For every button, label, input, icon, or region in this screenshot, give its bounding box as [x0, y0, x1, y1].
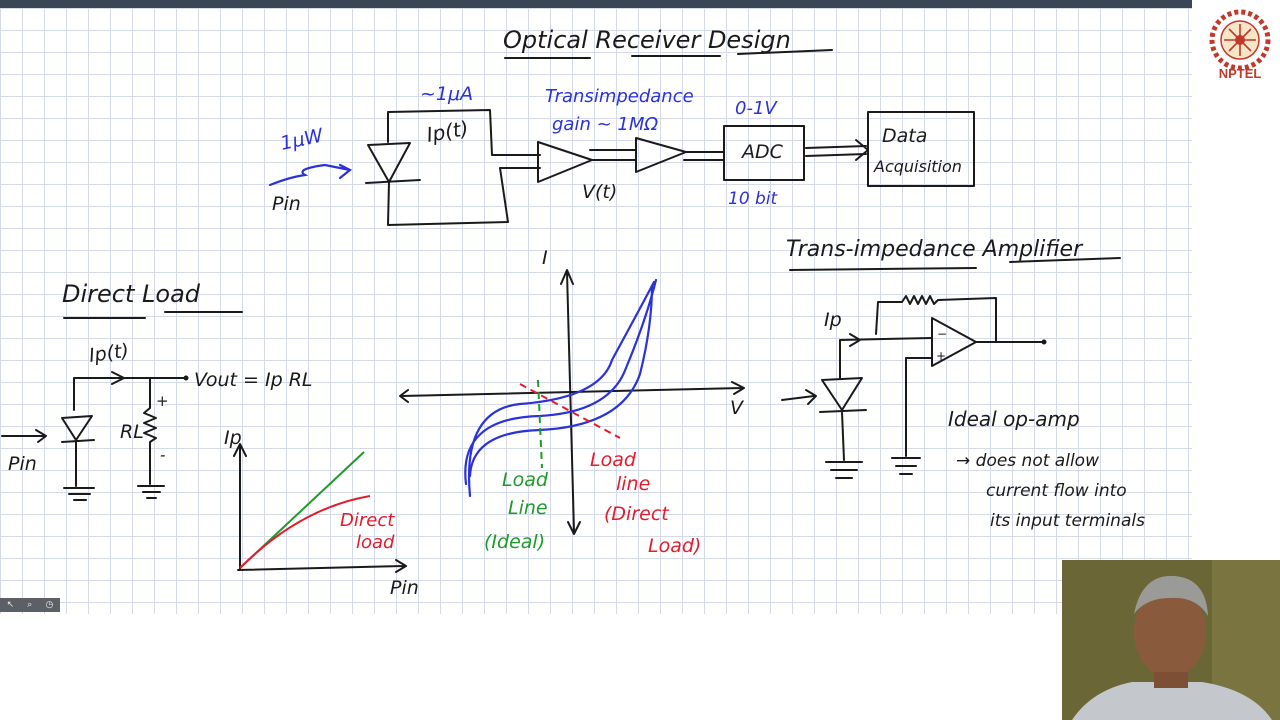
plus-sign: + — [156, 392, 169, 410]
presenter-figure — [1062, 560, 1280, 720]
tia-label-line2: gain ~ 1MΩ — [552, 114, 658, 135]
pin-label-top: Pin — [272, 193, 301, 215]
tia-note-line1: Ideal op-amp — [948, 407, 1080, 431]
photocurrent-label-top: Ip(t) — [425, 116, 471, 147]
red-label-line2: line — [616, 473, 650, 495]
whiteboard-canvas[interactable] — [0, 8, 1192, 614]
iv-curve-dark — [468, 280, 656, 498]
nptel-logo-icon — [1209, 9, 1271, 71]
photodiode-symbol — [365, 142, 421, 184]
ip-axis-label: Ip — [224, 427, 242, 449]
pointer-icon[interactable]: ↖ — [6, 600, 15, 610]
presenter-video — [1062, 560, 1280, 720]
red-label-line1: Load — [590, 449, 637, 471]
adc-range-label: 0-1V — [735, 98, 778, 119]
direct-load-current-label: Ip(t) — [88, 340, 131, 367]
adc-label: ADC — [740, 141, 784, 163]
zoom-icon[interactable]: ⌕ — [27, 600, 33, 610]
adc-box — [723, 125, 805, 181]
red-curve-label-line1: Direct — [340, 510, 395, 531]
tia-note-line3: current flow into — [986, 481, 1127, 501]
view-toolbar[interactable]: ↖ ⌕ ◷ — [0, 598, 60, 612]
tia-amp-symbol — [537, 141, 593, 183]
green-label-line2: Line — [508, 497, 548, 519]
receiver-block-diagram: 1μW Pin ~1μA Ip(t) Transimpedance gain ~… — [268, 83, 975, 226]
direct-load-section: Direct Load Ip(t) Vout = Ip RL RL + - Pi… — [1, 280, 419, 599]
second-amp-symbol — [635, 137, 687, 173]
page-title: Optical Receiver Design — [503, 26, 791, 54]
tia-note-line2: → does not allow — [956, 451, 1099, 471]
ideal-load-line — [537, 379, 543, 469]
voltage-label: V(t) — [582, 181, 617, 203]
adc-bits-label: 10 bit — [728, 189, 779, 209]
lecture-drawing: Optical Receiver Design 1μW Pin ~1μA Ip(… — [1, 26, 1145, 599]
red-curve-label-line2: load — [356, 532, 395, 553]
daq-box — [867, 111, 975, 187]
pin-axis-label: Pin — [390, 577, 419, 599]
iv-characteristic-plot: I V Load Line (Ideal) Load line (Direct … — [399, 247, 745, 557]
iv-curve-mid — [464, 278, 658, 486]
pin-label-left: Pin — [8, 453, 37, 475]
tia-section: Trans-impedance Amplifier Ip − + Ideal o… — [781, 237, 1145, 531]
nptel-logo-text: NPTEL — [1218, 66, 1262, 81]
voltage-axis-label: V — [730, 397, 745, 419]
resistor-label: RL — [120, 421, 144, 443]
red-label-line4: Load) — [648, 535, 701, 557]
daq-label-line1: Data — [882, 125, 927, 147]
daq-label-line2: Acquisition — [873, 157, 962, 176]
input-power-label: 1μW — [278, 124, 326, 155]
current-axis-label: I — [542, 247, 548, 269]
green-label-line1: Load — [502, 469, 549, 491]
tia-label-line1: Transimpedance — [545, 86, 694, 107]
clock-icon[interactable]: ◷ — [45, 600, 54, 610]
red-label-line3: (Direct — [604, 503, 670, 525]
direct-load-response-curve — [239, 495, 371, 569]
direct-load-line — [519, 383, 621, 439]
green-label-line3: (Ideal) — [484, 531, 545, 553]
output-equation: Vout = Ip RL — [194, 369, 313, 391]
iv-curve-bright — [468, 284, 654, 478]
top-bar — [0, 0, 1192, 8]
opamp-symbol — [931, 317, 1045, 367]
direct-load-heading: Direct Load — [62, 280, 201, 308]
tia-photodiode — [819, 377, 867, 479]
tia-heading: Trans-impedance Amplifier — [786, 237, 1084, 262]
tia-note-line4: its input terminals — [990, 511, 1145, 531]
svg-text:+: + — [936, 349, 946, 363]
svg-text:−: − — [937, 327, 947, 341]
photodiode-top — [387, 109, 541, 156]
minus-sign: - — [160, 446, 165, 464]
photocurrent-level-label: ~1μA — [420, 83, 473, 105]
tia-current-label: Ip — [824, 309, 842, 331]
